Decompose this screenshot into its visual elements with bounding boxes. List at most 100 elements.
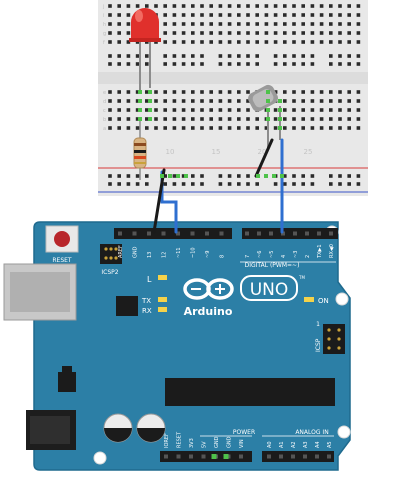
breadboard-hole — [172, 31, 177, 35]
rail-hole — [218, 62, 223, 66]
row-letter: a — [103, 126, 106, 132]
rail-hole — [108, 174, 112, 178]
breadboard-hole — [273, 126, 278, 130]
connected-hole — [148, 90, 152, 94]
breadboard-hole — [181, 4, 186, 8]
breadboard-hole — [310, 13, 315, 17]
breadboard-hole — [329, 31, 333, 35]
rail-hole — [301, 62, 305, 66]
connected-hole — [266, 99, 270, 103]
breadboard-hole — [163, 40, 167, 44]
pin-label: ~11 — [176, 247, 182, 258]
breadboard-hole — [310, 31, 315, 35]
breadboard-hole — [356, 108, 361, 112]
breadboard-hole — [356, 40, 361, 44]
tm-label: TM — [298, 275, 305, 280]
connected-hole — [160, 174, 164, 178]
header-pin — [239, 454, 243, 459]
breadboard-hole — [338, 13, 342, 17]
breadboard-hole — [200, 108, 204, 112]
rail-hole — [329, 174, 333, 178]
rail-hole — [117, 182, 121, 186]
reset-button-icon[interactable] — [45, 225, 79, 253]
rail-hole — [273, 54, 278, 58]
breadboard-hole — [172, 126, 177, 130]
breadboard-hole — [172, 13, 177, 17]
breadboard-hole — [347, 31, 351, 35]
rail-hole — [273, 182, 278, 186]
pin-label: ~6 — [257, 251, 263, 258]
breadboard-hole — [191, 40, 195, 44]
breadboard-hole — [108, 108, 112, 112]
breadboard-hole — [181, 90, 186, 94]
breadboard-hole — [172, 40, 177, 44]
connected-hole — [211, 454, 217, 459]
breadboard-hole — [347, 90, 351, 94]
breadboard-hole — [172, 22, 177, 26]
breadboard-hole — [145, 108, 149, 112]
header-pin — [293, 231, 297, 236]
rail-hole — [181, 182, 186, 186]
usb-chip — [116, 296, 138, 316]
breadboard-hole — [181, 117, 186, 121]
pin-label: A3 — [303, 441, 309, 448]
pin-label: ~3 — [293, 251, 299, 258]
breadboard-hole — [283, 31, 287, 35]
usb-port-icon — [3, 263, 77, 321]
breadboard-hole — [329, 40, 333, 44]
rail-hole — [356, 62, 361, 66]
rail-hole — [329, 62, 333, 66]
header-pin — [315, 454, 319, 459]
uno-label: UNO — [250, 280, 289, 300]
breadboard-hole — [292, 13, 296, 17]
breadboard-hole — [283, 90, 287, 94]
pin-label: A4 — [315, 441, 321, 448]
digital-label: DIGITAL (PWM=~) — [245, 262, 300, 269]
rail-hole — [135, 182, 140, 186]
rail-hole — [172, 182, 177, 186]
column-label: 10 — [166, 148, 175, 156]
breadboard-hole — [209, 4, 213, 8]
breadboard-hole — [108, 4, 112, 8]
breadboard-hole — [319, 31, 324, 35]
breadboard-hole — [283, 4, 287, 8]
breadboard-hole — [191, 31, 195, 35]
breadboard-hole — [273, 40, 278, 44]
rail-hole — [181, 62, 186, 66]
rail-hole — [329, 54, 333, 58]
pin-label: VIN — [239, 439, 245, 448]
digital-header — [114, 228, 338, 239]
header-pin — [317, 231, 321, 236]
breadboard-hole — [264, 126, 269, 130]
breadboard-hole — [117, 108, 121, 112]
breadboard-hole — [255, 4, 259, 8]
header-pin — [190, 231, 195, 236]
mount-hole — [93, 451, 107, 465]
rail-hole — [191, 174, 195, 178]
breadboard-hole — [264, 31, 269, 35]
rail-hole — [108, 62, 112, 66]
breadboard-hole — [292, 22, 296, 26]
power-label: POWER — [233, 429, 255, 436]
breadboard-hole — [301, 31, 305, 35]
breadboard-hole — [227, 4, 232, 8]
breadboard-hole — [218, 126, 223, 130]
breadboard-hole — [347, 117, 351, 121]
breadboard-hole — [191, 126, 195, 130]
rail-hole — [108, 182, 112, 186]
breadboard-hole — [218, 4, 223, 8]
breadboard-hole — [338, 90, 342, 94]
rail-hole — [135, 62, 140, 66]
breadboard-hole — [145, 90, 149, 94]
breadboard-hole — [310, 22, 315, 26]
breadboard-hole — [301, 117, 305, 121]
breadboard-hole — [191, 108, 195, 112]
breadboard-hole — [264, 22, 269, 26]
icsp-label: ICSP — [315, 338, 322, 352]
rail-hole — [283, 182, 287, 186]
breadboard-hole — [117, 99, 121, 103]
breadboard-hole — [108, 126, 112, 130]
breadboard-hole — [154, 117, 158, 121]
breadboard-hole — [209, 99, 213, 103]
breadboard-hole — [356, 31, 361, 35]
